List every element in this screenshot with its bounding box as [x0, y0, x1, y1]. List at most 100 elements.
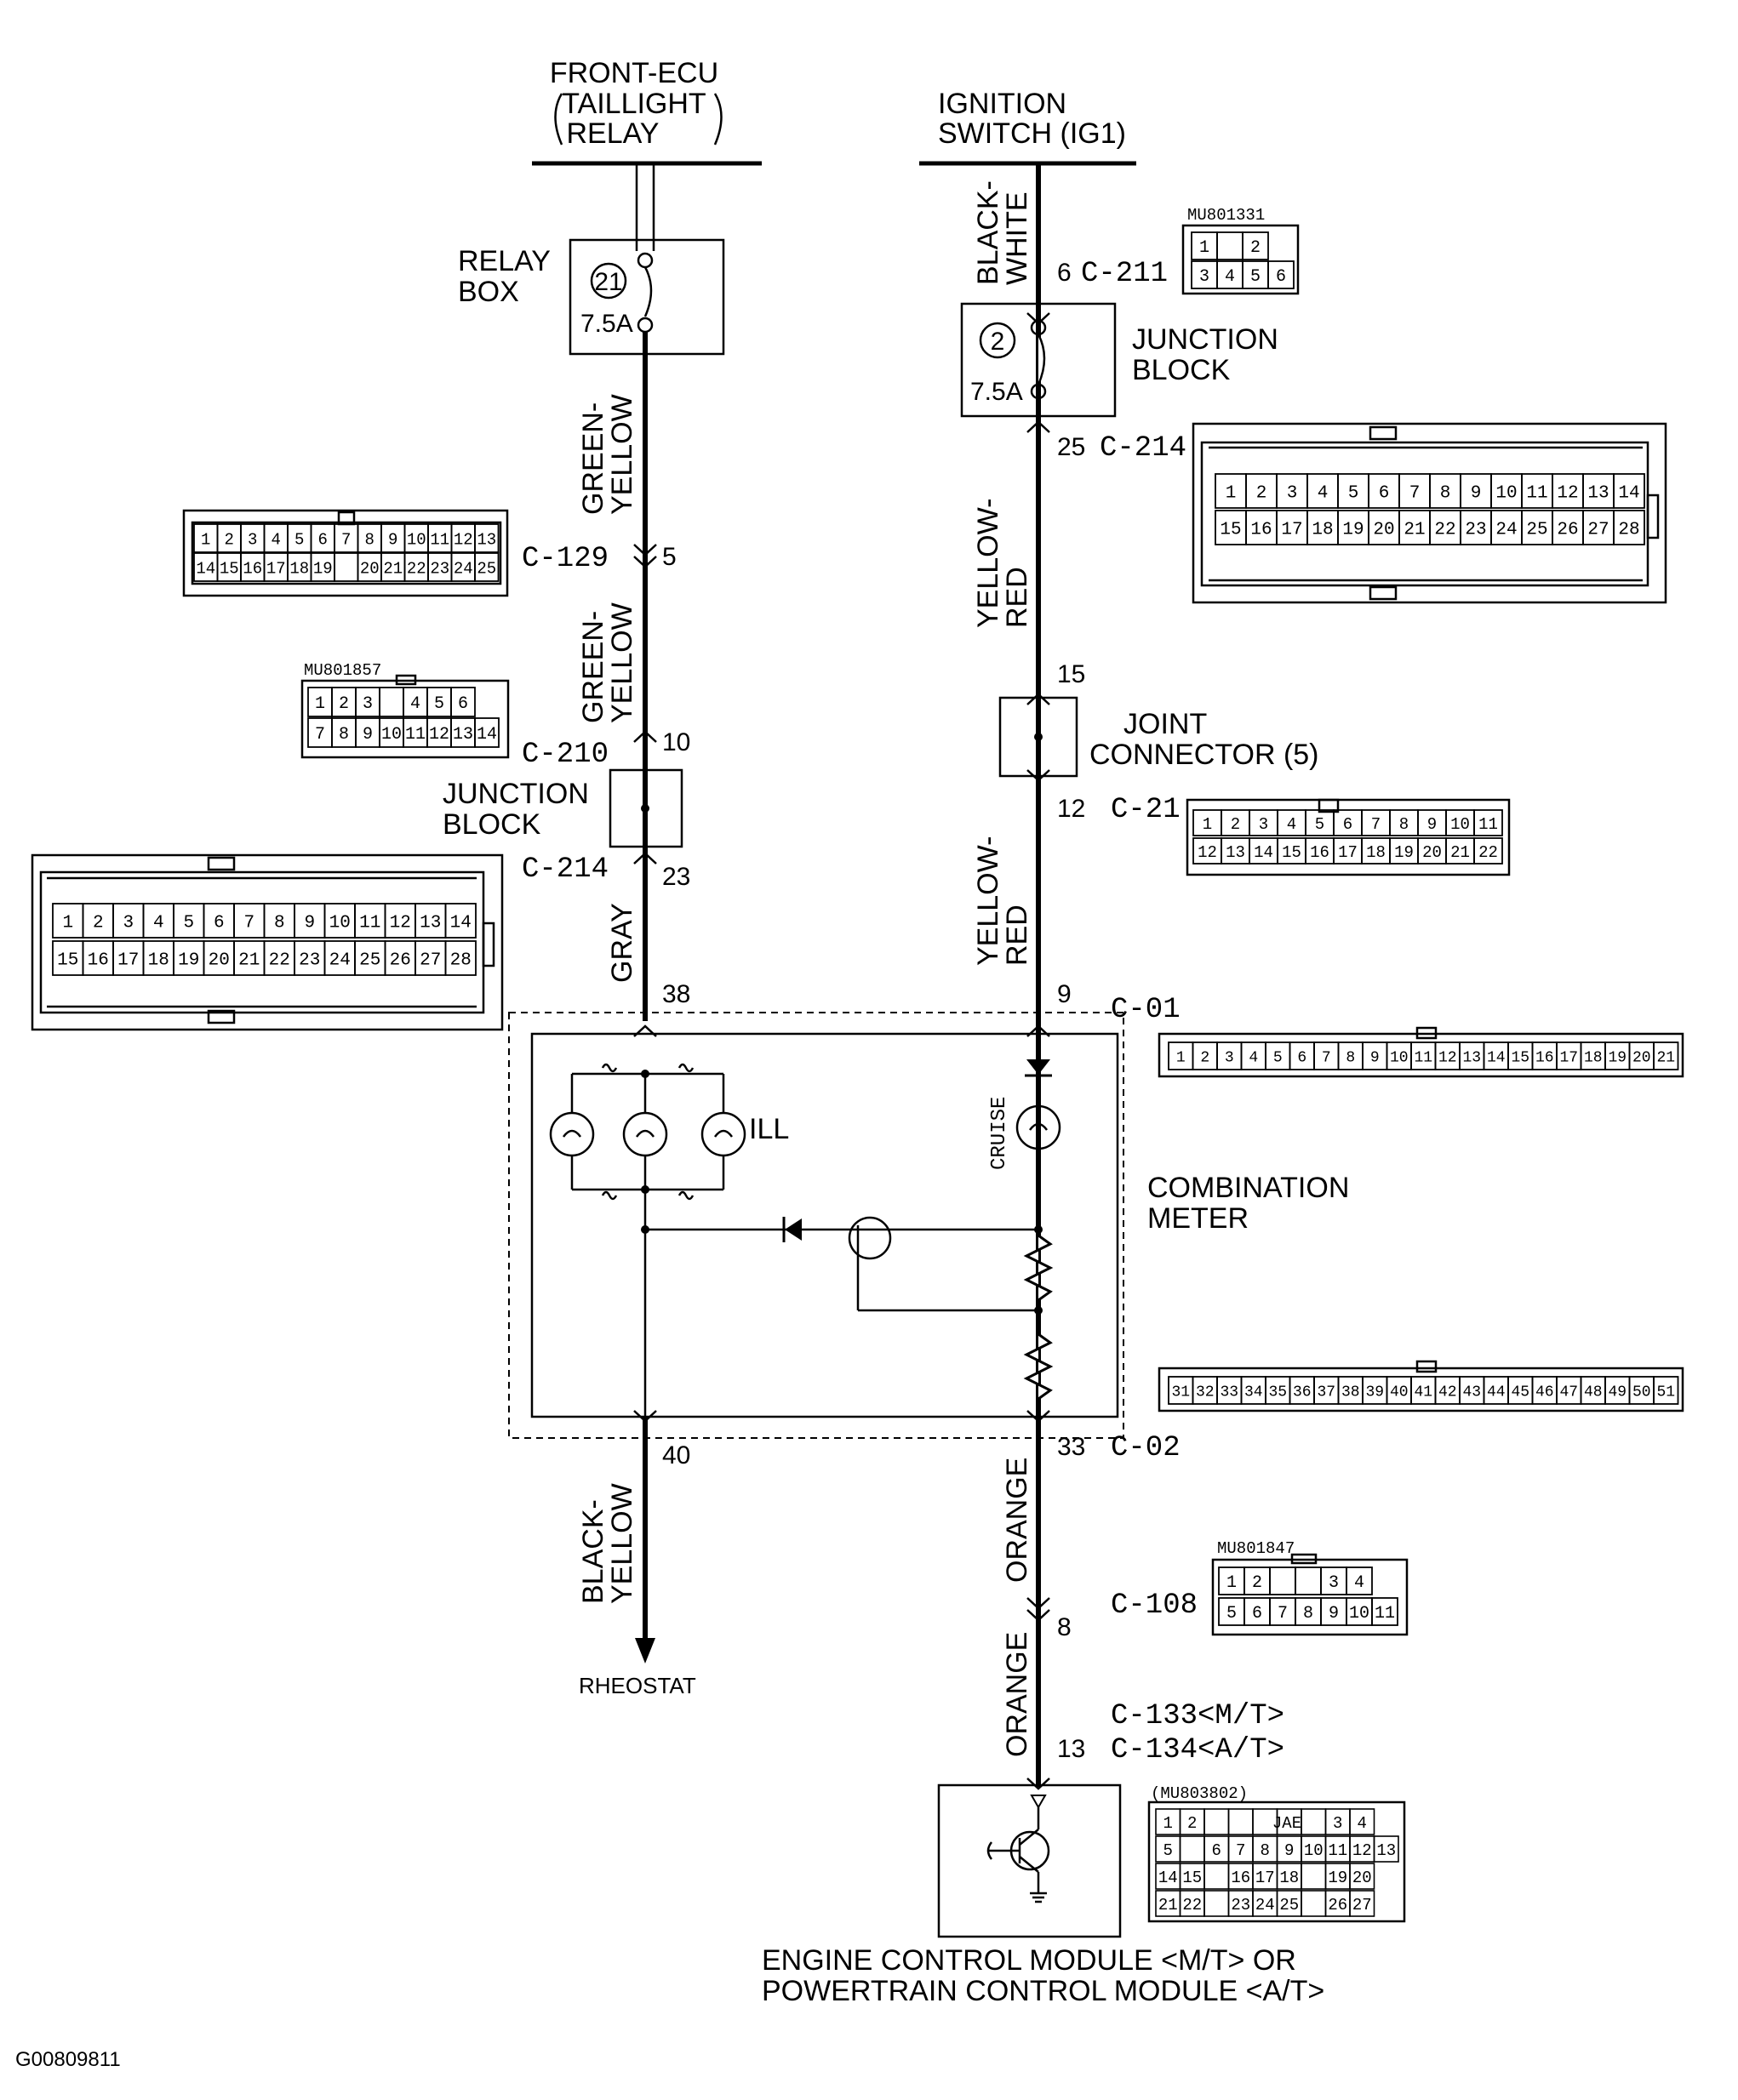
- connector-pin-number: 43: [1462, 1384, 1481, 1401]
- connector-pin-number: 51: [1656, 1384, 1675, 1401]
- connector-pin-number: 42: [1438, 1384, 1457, 1401]
- connector-cavity: [1269, 1566, 1296, 1595]
- relay-box-label: RELAY: [458, 245, 551, 277]
- svg-text:C-134<A/T>: C-134<A/T>: [1111, 1734, 1284, 1766]
- connector-pin-number: 13: [1226, 843, 1245, 862]
- svg-text:C-01: C-01: [1111, 994, 1181, 1026]
- connector-cavity: [1179, 1835, 1205, 1863]
- connector-pin-number: 7: [1322, 1049, 1331, 1066]
- svg-text:C-108: C-108: [1111, 1589, 1198, 1622]
- svg-text:GREEN-: GREEN-: [577, 611, 609, 723]
- connector-cavity: [1613, 473, 1645, 509]
- connector-pin-number: 13: [1462, 1049, 1481, 1066]
- svg-text:C-214: C-214: [1100, 432, 1186, 465]
- connector-cavity: [474, 717, 500, 748]
- connector-pin-number: 9: [1329, 1604, 1339, 1624]
- connector-pin-number: 32: [1196, 1384, 1215, 1401]
- connector-pin-number: 16: [1535, 1049, 1554, 1066]
- connector-pin-number: 3: [1199, 267, 1209, 287]
- connector-cavity: [474, 523, 500, 553]
- connector-cavity: [1203, 1808, 1230, 1835]
- svg-text:13: 13: [1057, 1735, 1085, 1763]
- connector-pin-number: 10: [1450, 815, 1470, 834]
- connector-pin-number: 21: [1450, 843, 1470, 862]
- connector-pin-number: 4: [153, 914, 164, 933]
- connector-pin-number: 18: [1584, 1049, 1603, 1066]
- svg-text:23: 23: [662, 863, 690, 891]
- connector-pin-number: 5: [1315, 815, 1324, 834]
- connector-mark-c214b: [1026, 420, 1050, 433]
- combination-meter-dashed-outline: [508, 1012, 1124, 1439]
- connector-pin-number: 18: [1279, 1869, 1299, 1887]
- connector-pin-number: 11: [405, 725, 426, 745]
- connector-pin-number: 11: [359, 914, 380, 933]
- part-number-c211: MU801331: [1187, 206, 1265, 225]
- connector-pin-number: 6: [1297, 1049, 1306, 1066]
- connector-pin-number: 3: [248, 530, 257, 549]
- connector-pin-number: 45: [1511, 1384, 1529, 1401]
- fuse-number-circle-top: [979, 322, 1016, 359]
- connector-pin-number: 7: [341, 530, 351, 549]
- connector-pin-number: 13: [453, 725, 473, 745]
- connector-pin-number: 1: [201, 530, 210, 549]
- connector-pin-number: 33: [1220, 1384, 1238, 1401]
- connector-mark-c211: [1026, 312, 1050, 325]
- connector-pin-number: 26: [390, 951, 411, 971]
- connector-pin-number: 6: [318, 530, 328, 549]
- connector-pin-number: 19: [1394, 843, 1414, 862]
- svg-text:RED: RED: [1001, 567, 1033, 628]
- connector-pin-number: 2: [1231, 815, 1240, 834]
- illumination-lamp-icon: [549, 1111, 595, 1157]
- wire-color-black-yellow: BLACK-: [577, 1499, 609, 1604]
- connector-pin-number: 20: [1373, 521, 1394, 540]
- connector-pin-number: 3: [123, 914, 134, 933]
- connector-pin-number: 4: [1358, 1814, 1367, 1833]
- connector-cavity: [1613, 510, 1645, 545]
- connector-pin-number: 17: [1559, 1049, 1578, 1066]
- connector-pin-number: 4: [1318, 484, 1329, 504]
- connector-pin-number: 19: [178, 951, 199, 971]
- svg-text:YELLOW: YELLOW: [606, 602, 638, 723]
- connector-pin-number: 15: [57, 951, 78, 971]
- svg-text:10: 10: [662, 728, 690, 756]
- connector-pin-number: 22: [1478, 843, 1498, 862]
- connector-pin-number: 8: [274, 914, 285, 933]
- connector-pin-number: 7: [1278, 1604, 1288, 1624]
- wire-color-yellow-red-2: YELLOW-: [972, 836, 1004, 966]
- connector-pin-number: 13: [1376, 1841, 1396, 1860]
- connector-cavity: [1349, 1808, 1375, 1835]
- connector-pin-number: 6: [458, 694, 468, 714]
- connector-mark-c129: [633, 544, 657, 568]
- connector-pin-number: 7: [1371, 815, 1381, 834]
- connector-pin-number: 12: [1557, 484, 1578, 504]
- svg-text:2: 2: [991, 328, 1005, 356]
- connector-pin-number: 9: [388, 530, 397, 549]
- svg-text:RED: RED: [1001, 904, 1033, 966]
- svg-text:POWERTRAIN CONTROL MODULE <A/T: POWERTRAIN CONTROL MODULE <A/T>: [762, 1975, 1324, 2007]
- connector-pin-number: 10: [1495, 484, 1517, 504]
- part-number-c108: MU801847: [1217, 1539, 1295, 1558]
- connector-pin-number: 5: [1163, 1841, 1173, 1860]
- wire-color-black-white: BLACK-: [972, 180, 1004, 285]
- connector-pin-number: 36: [1293, 1384, 1312, 1401]
- connector-pin-number: 4: [1287, 815, 1296, 834]
- connector-pin-number: 40: [1390, 1384, 1409, 1401]
- svg-text:8: 8: [1057, 1613, 1072, 1641]
- connector-pin-number: 2: [1200, 1049, 1209, 1066]
- fuse-rating: 7.5A: [580, 310, 633, 338]
- joint-connector-label: JOINT: [1123, 708, 1207, 740]
- junction-block-top: [960, 302, 1117, 418]
- svg-text:9: 9: [1057, 980, 1072, 1008]
- connector-pin-number: 27: [1352, 1896, 1372, 1915]
- fuse-icon-top: [1037, 334, 1046, 385]
- svg-text:40: 40: [662, 1441, 690, 1469]
- connector-pin-number: 14: [196, 559, 215, 578]
- svg-text:38: 38: [662, 980, 690, 1008]
- connector-pin-number: 31: [1171, 1384, 1190, 1401]
- connector-cavity: [444, 940, 477, 976]
- svg-text:6: 6: [1057, 259, 1072, 287]
- combination-meter: [530, 1032, 1119, 1418]
